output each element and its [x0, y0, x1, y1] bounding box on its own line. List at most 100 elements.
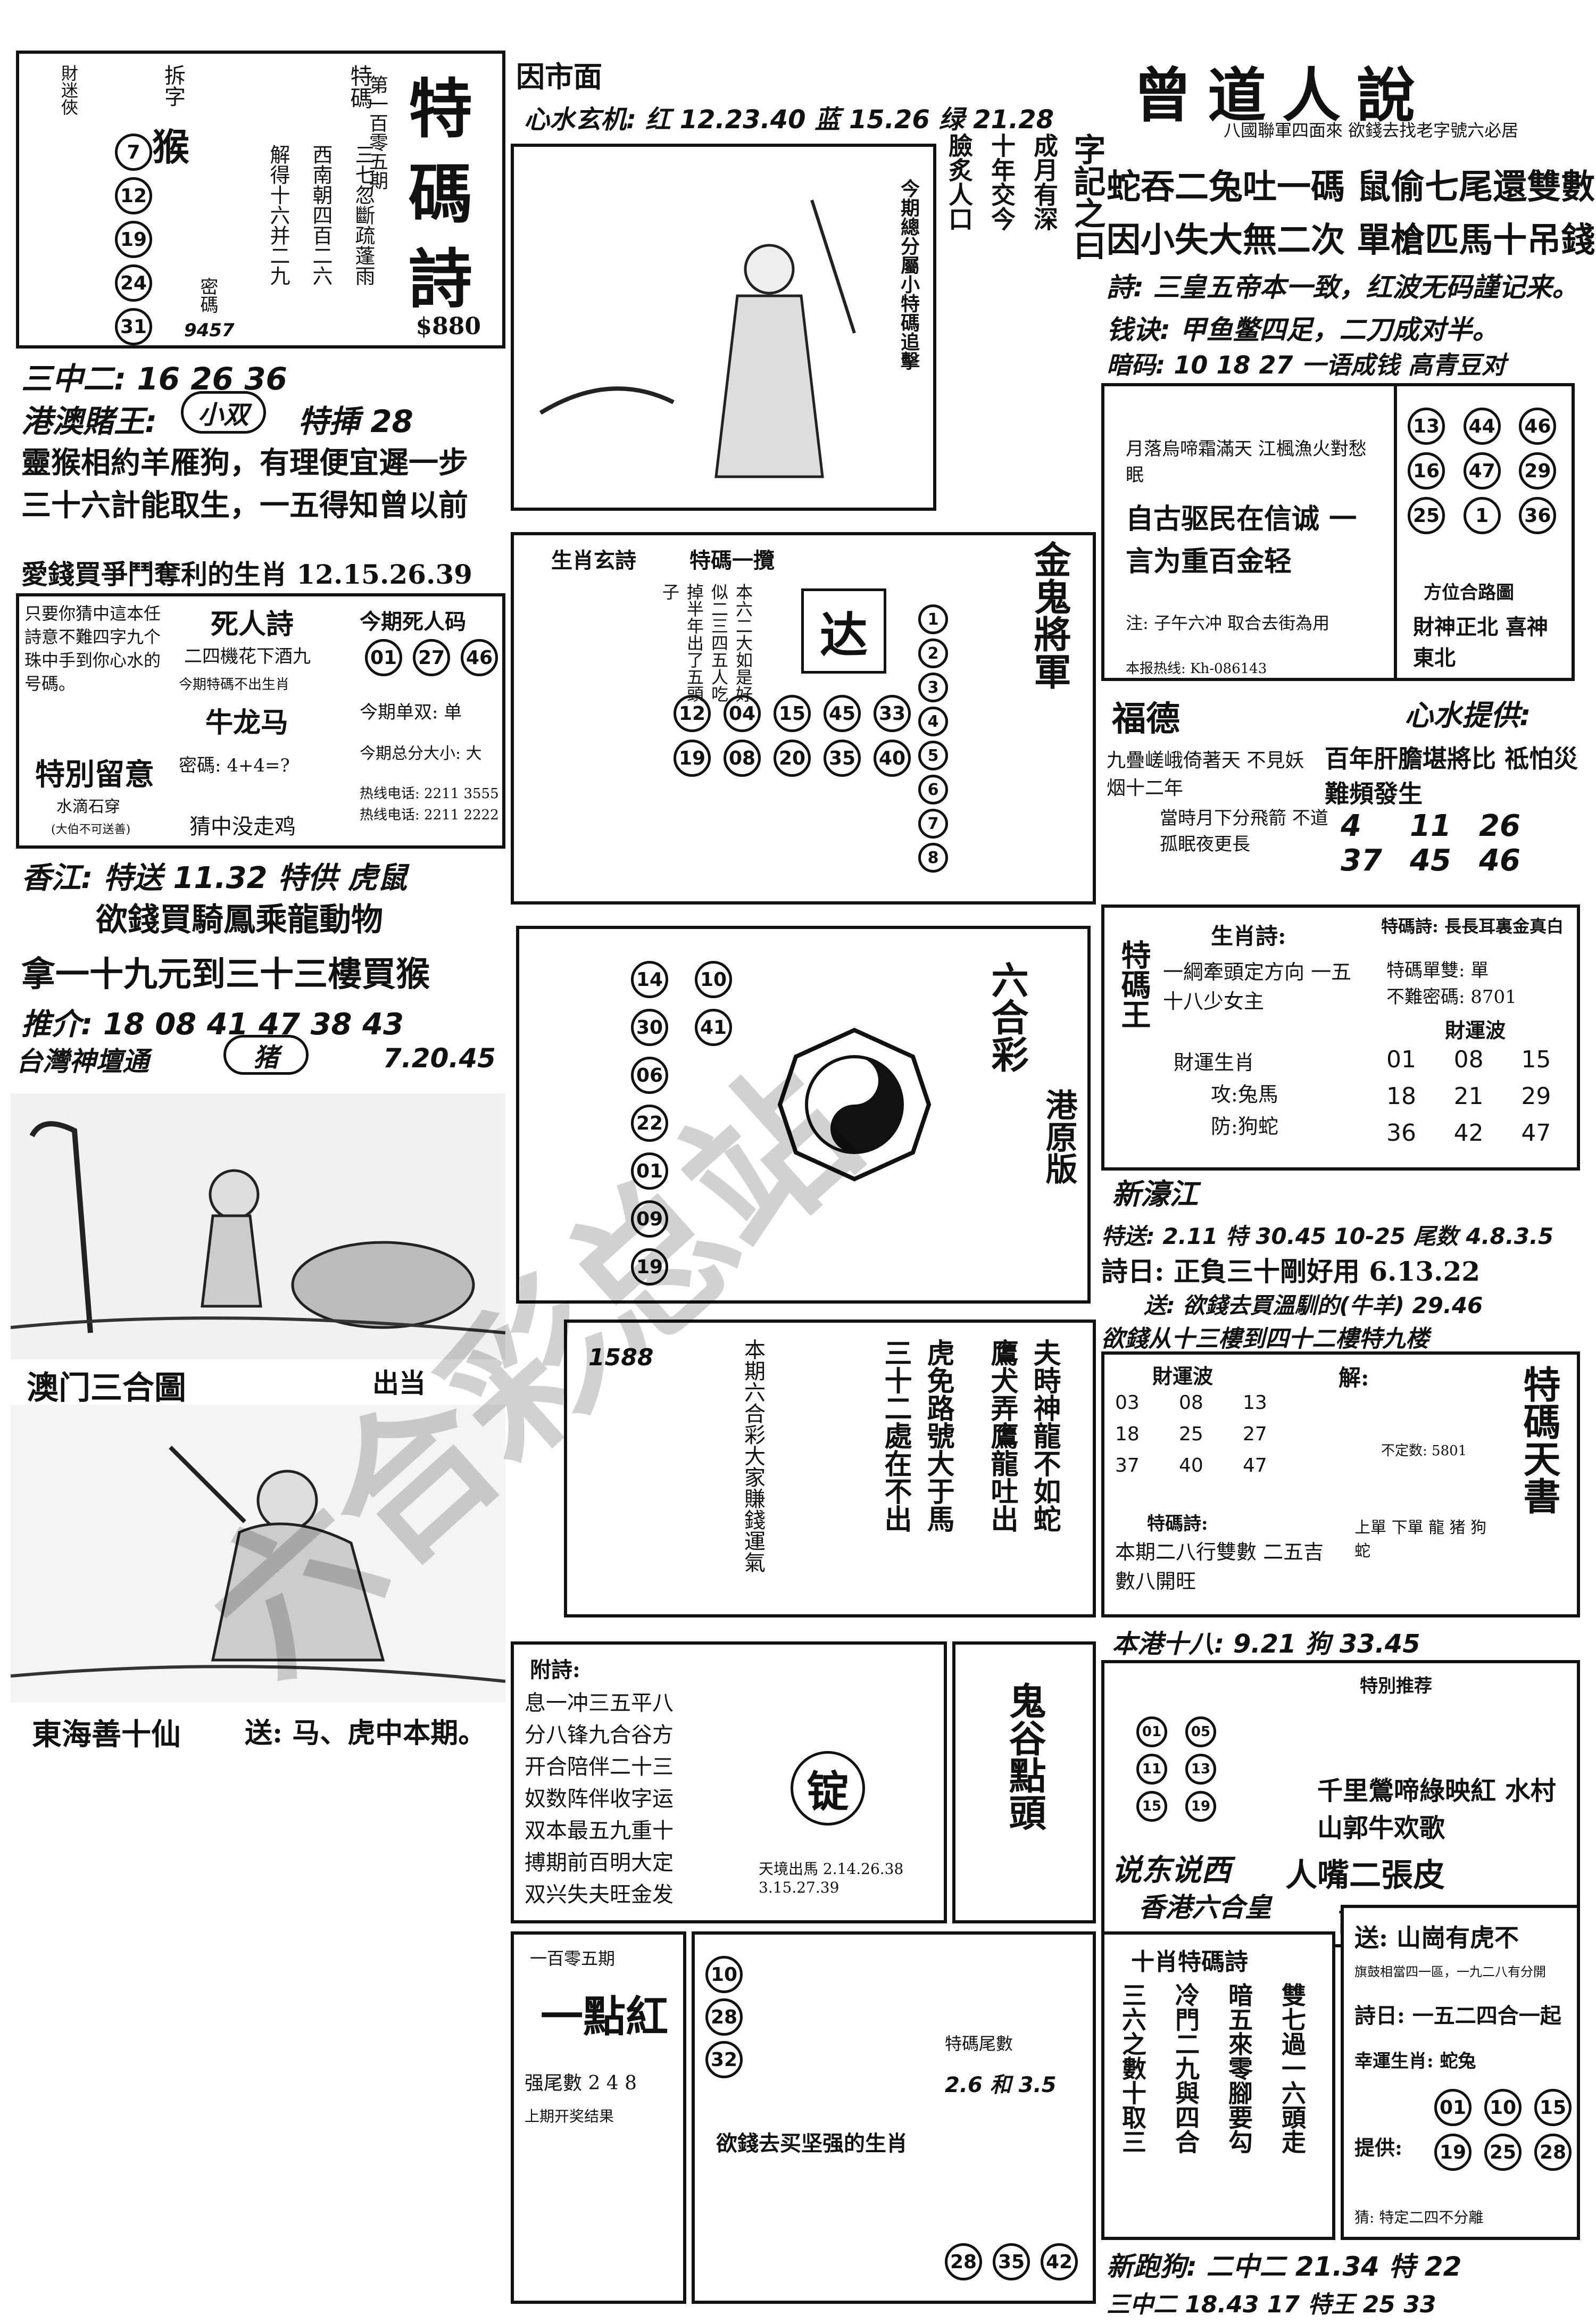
death-single: 今期单双: 单: [360, 702, 462, 723]
fortune-wave: 財運波: [1152, 1364, 1213, 1388]
col3-line5: 暗码: 10 18 27 一语成钱 高青豆对: [1107, 351, 1506, 379]
col3-sub: 八國聯軍四面來 欲錢去找老字號六必居: [1224, 120, 1519, 140]
ball: 15: [1534, 2089, 1572, 2126]
mid-left: 六合彩: [985, 961, 1029, 1073]
scholar-svg: [539, 200, 856, 478]
shi-sub2: 欲錢从十三樓到四十二樓特九楼: [1101, 1325, 1429, 1353]
cai-num: 08: [1453, 1046, 1484, 1073]
col-chaizi: 拆字: [161, 64, 185, 107]
tema-circle: 达: [801, 588, 886, 674]
ball: 25: [1484, 2134, 1522, 2171]
attach-line: 双本最五九重十: [525, 1819, 674, 1843]
star-dir: 方位合路圖: [1424, 582, 1514, 603]
tema-poem-box: 特碼詩 第一百零五期 $880 財迷俠 拆字 猴 特碼 三七忽斷疏蓬雨 西南朝四…: [16, 51, 505, 349]
cai-num: 01: [1386, 1046, 1416, 1073]
ball: 19: [1434, 2134, 1472, 2171]
farmer-ox-illustration: [11, 1093, 505, 1359]
tm-king-box: 特碼王 生肖詩: 一綱牽頭定方向 一五十八少女主 財運生肖 攻:兔馬 防:狗蛇 …: [1101, 905, 1580, 1171]
eye-box: 10 28 32 欲錢去买坚强的生肖 特碼尾數 2.6 和 3.5 28 35 …: [692, 1931, 1096, 2304]
tema-poem: 本六二大如是好似二三四五人吃掉半年出了五頭子: [660, 583, 753, 702]
special-note: (大伯不可送善): [51, 823, 131, 836]
mid-vert-3: 三十二處在不出: [879, 1339, 912, 1532]
zodiac-poem-title: 生肖玄詩: [551, 548, 636, 573]
fude-num: 26: [1479, 809, 1520, 843]
death-code: 密碼: 4+4=?: [179, 755, 290, 776]
bagua-balls-right: 10 41: [695, 961, 732, 1046]
fude-num: 37: [1341, 843, 1382, 878]
ball: 01: [365, 639, 402, 676]
ball: 33: [874, 695, 911, 732]
dian-last: 上期开奖结果: [525, 2108, 614, 2125]
ball: 28: [1534, 2134, 1572, 2171]
fortune-grid: 03 08 13 18 25 27 37 40 47: [1115, 1392, 1291, 1476]
song: 送: 山崗有虎不: [1354, 1923, 1519, 1952]
jingui-title: 金鬼將軍: [1028, 541, 1072, 690]
cai-attack: 攻:兔馬: [1211, 1083, 1278, 1106]
ball: 14: [631, 961, 668, 998]
col3-line1: 蛇吞二兔吐一碼 鼠偷七尾還雙數: [1107, 167, 1595, 207]
poem-line-2: 西南朝四百二六: [309, 144, 332, 286]
ball: 7: [918, 809, 948, 839]
death-balls: 01 27 46: [365, 639, 498, 676]
cai-grid: 01 08 15 18 21 29 36 42 47: [1386, 1046, 1573, 1147]
phone-1: 热线电话: 2211 3555: [360, 786, 499, 802]
fude-nums: 4 11 26 37 45 46: [1341, 809, 1548, 878]
shi2: 詩日: 一五二四合一起: [1354, 2003, 1561, 2028]
ball: 36: [1519, 497, 1557, 534]
provider: 提供:: [1354, 2136, 1403, 2160]
phone-2: 热线电话: 2211 2222: [360, 807, 499, 823]
col-caimi: 財迷俠: [59, 64, 79, 115]
note-box: 只要你猜中這本任詩意不難四字九个珠中手到你心水的号碼。: [24, 603, 161, 694]
special-title: 特別留意: [35, 757, 154, 792]
ball: 2: [918, 638, 948, 668]
ball: 31: [115, 308, 152, 345]
poem-big: 自古驱民在信诚 一言为重百金轻: [1126, 503, 1357, 578]
bottom-line: 本港十八: 9.21 狗 33.45: [1112, 1629, 1420, 1659]
immortal-illustration: [11, 1405, 505, 1703]
immortal-illustration-svg: [11, 1405, 505, 1703]
red-big: 人嘴二張皮: [1285, 1857, 1445, 1894]
fortune-num: 27: [1243, 1423, 1267, 1445]
ball: 04: [724, 695, 761, 732]
star-box: 13 44 46 16 47 29 25 1 36 方位合路圖 財神正北 喜神東…: [1394, 383, 1575, 681]
ball: 32: [705, 2041, 743, 2078]
fortune-num: 08: [1179, 1392, 1203, 1414]
col3-note: 注: 子午六冲 取合去街為用: [1126, 613, 1330, 633]
ball: 16: [1408, 452, 1445, 490]
cai-title: 財運生肖: [1174, 1051, 1255, 1074]
tm-vals: 2.6 和 3.5: [945, 2073, 1057, 2097]
tema-poem-price: $880: [415, 313, 481, 340]
say-sub: 香港六合皇: [1138, 1892, 1271, 1923]
tema-poem-title: 特碼詩:: [1147, 1513, 1208, 1534]
death-code-title: 今期死人码: [360, 609, 466, 634]
poem-line-3: 解得十六并二九: [267, 144, 290, 286]
pill-taiwan: 猪: [223, 1035, 309, 1075]
ten-col: 暗五來零腳要勾: [1225, 1982, 1253, 2154]
cai2: 猜: 特定二四不分離: [1354, 2209, 1484, 2226]
line-three-two: 三中二: 16 26 36: [21, 361, 287, 397]
ball: 01: [631, 1152, 668, 1190]
line-love-money: 愛錢買爭鬥奪利的生肖 12.15.26.39: [21, 559, 472, 590]
pill-hk-king: 小双: [181, 391, 266, 434]
col3-title: 曾道人說: [1133, 61, 1431, 130]
fortune-num: 13: [1243, 1392, 1267, 1414]
fude-sub2: 當時月下分飛箭 不道孤眠夜更長: [1160, 808, 1328, 855]
lucky-balls: 01 10 15 19 25 28: [1434, 2089, 1577, 2171]
tm-king: 特碼王: [1116, 940, 1151, 1029]
ball: 3: [918, 673, 948, 702]
death-title: 死人詩: [211, 608, 294, 641]
death-size: 今期总分大小: 大: [360, 744, 482, 763]
mid-right: 港原版: [1040, 1089, 1077, 1184]
ball: 41: [695, 1009, 732, 1046]
ball: 24: [115, 264, 152, 302]
line-recommend: 推介: 18 08 41 47 38 43: [21, 1007, 404, 1042]
shi-line: 詩日: 正負三十剛好用 6.13.22: [1101, 1256, 1481, 1287]
death-guess: 猜中没走鸡: [189, 815, 296, 839]
dian-title: 一點紅: [541, 1992, 668, 2042]
tm-secret: 不難密碼: 8701: [1386, 986, 1517, 1008]
ball: 8: [918, 843, 948, 873]
lucky-sub: 天境出馬 2.14.26.38 3.15.27.39: [759, 1860, 904, 1896]
ten-col: 冷門二九與四合: [1171, 1982, 1200, 2154]
fortune-num: 18: [1115, 1423, 1140, 1445]
ten-col: 三六之數十取三: [1118, 1982, 1147, 2154]
